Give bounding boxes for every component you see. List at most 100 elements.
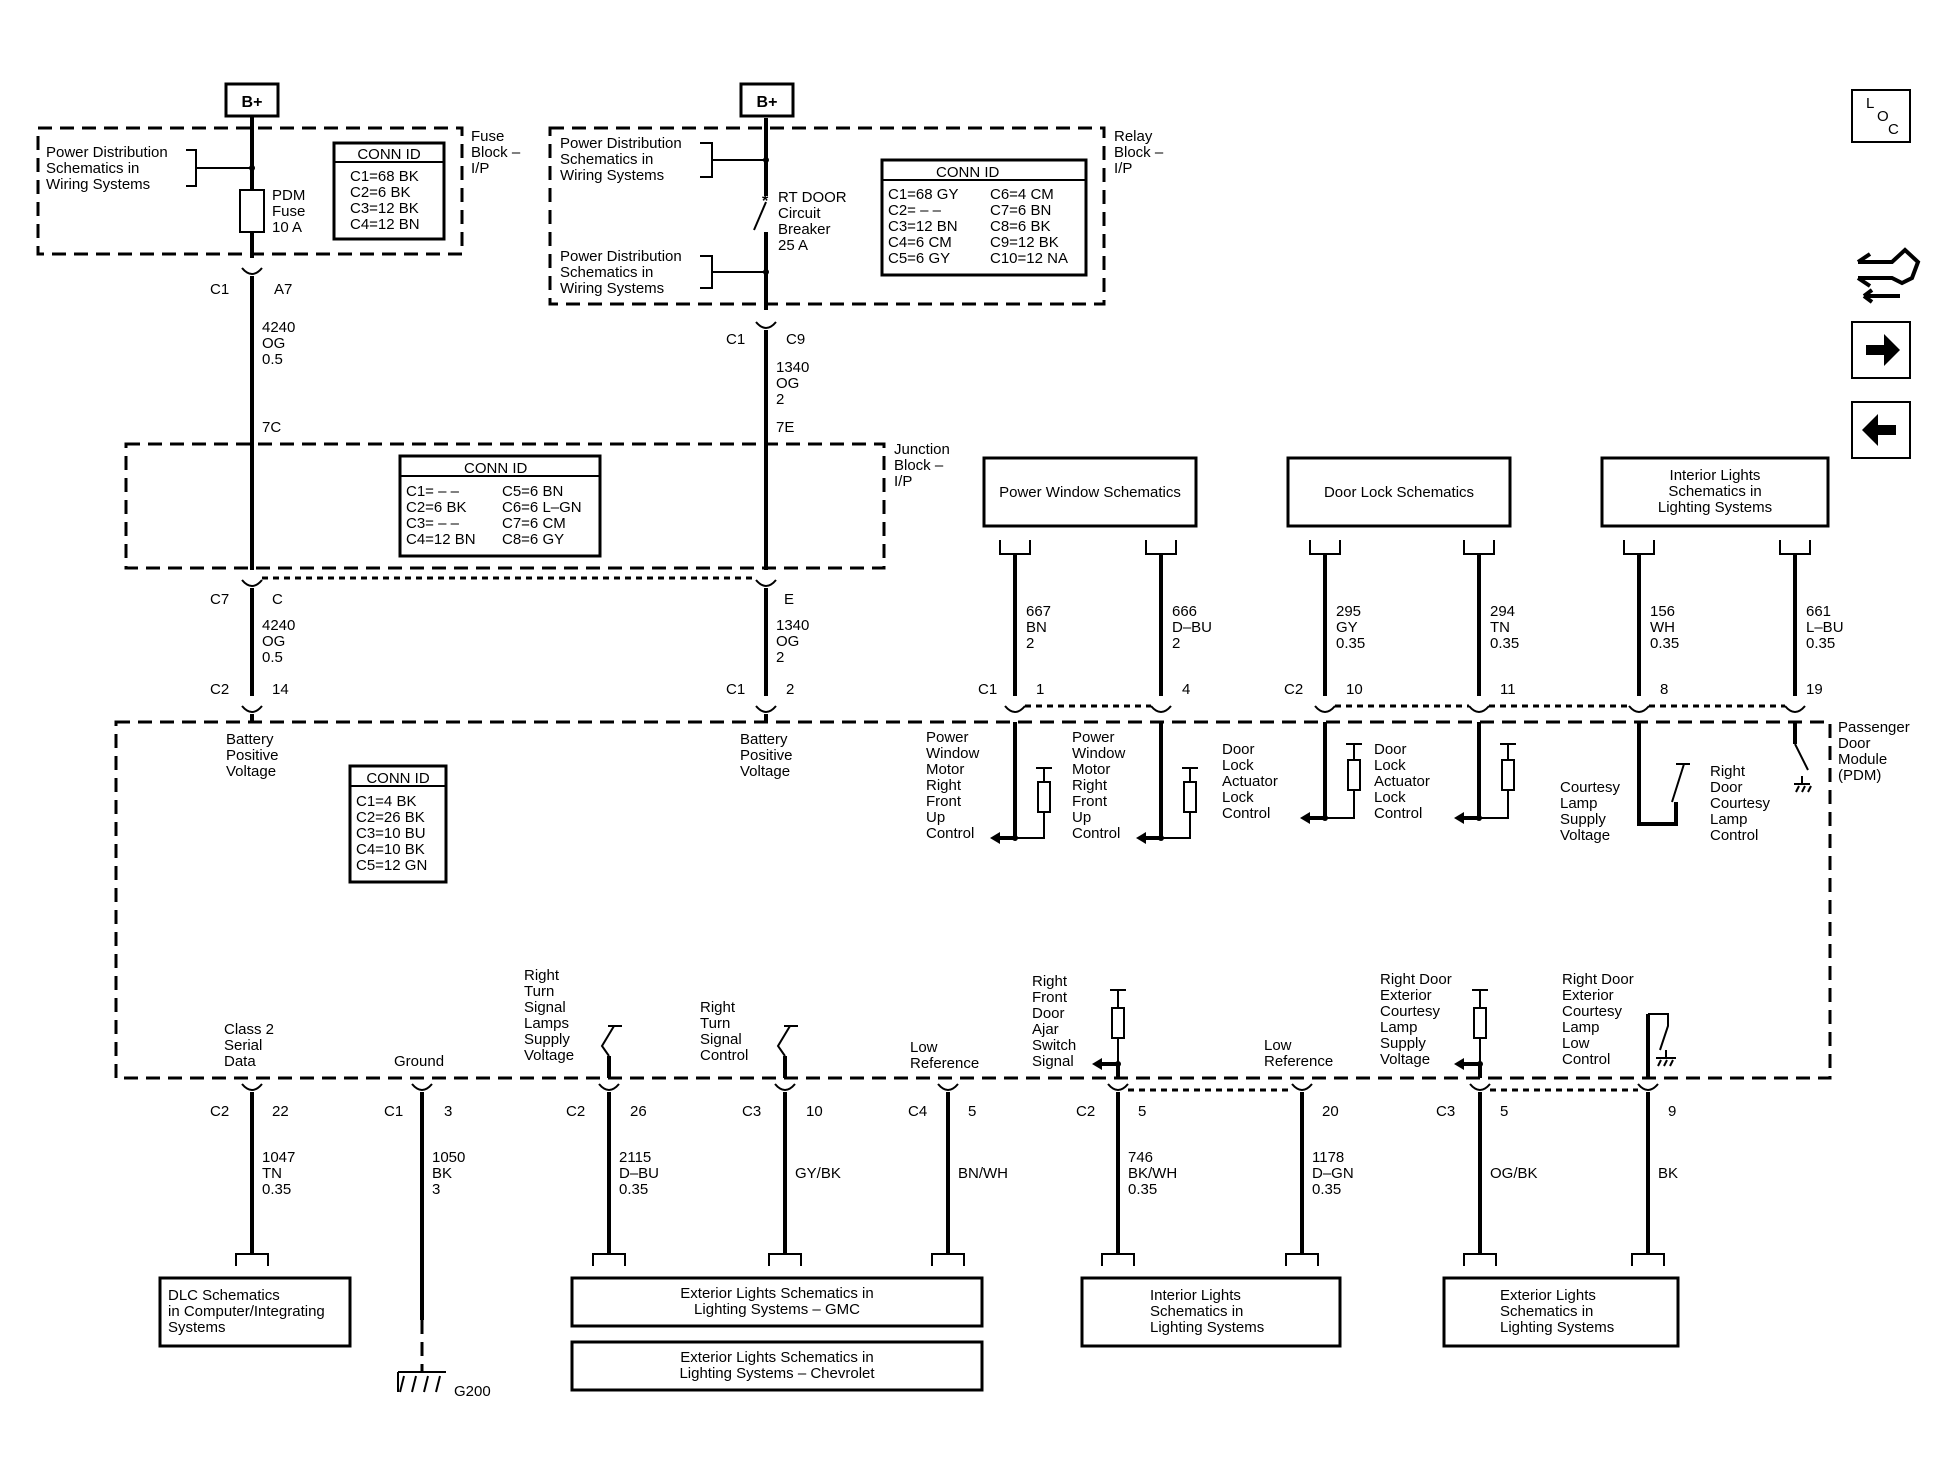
svg-text:Signal: Signal <box>1032 1053 1074 1070</box>
loc-letter-l: L <box>1866 95 1874 112</box>
battery-label-right: B+ <box>757 94 778 111</box>
interior-lights-schematics-box-bottom[interactable]: Interior Lights Schematics in Lighting S… <box>1080 1276 1342 1348</box>
svg-text:Door: Door <box>1374 741 1407 758</box>
schematic-link-icon[interactable] <box>1856 247 1921 304</box>
courtesy-lamp-label: Courtesy Lamp Supply Voltage <box>1560 779 1621 844</box>
svg-text:Control: Control <box>700 1047 748 1064</box>
previous-arrow-icon[interactable] <box>1851 401 1911 459</box>
svg-text:Door: Door <box>1710 779 1743 796</box>
svg-text:20: 20 <box>1322 1103 1339 1120</box>
svg-text:C3= – –: C3= – – <box>406 515 460 532</box>
svg-text:10: 10 <box>806 1103 823 1120</box>
ground-g200-label: G200 <box>454 1383 491 1400</box>
next-arrow-icon[interactable] <box>1851 321 1911 379</box>
svg-text:2: 2 <box>776 391 784 408</box>
dlc-schematics-box[interactable]: DLC Schematics in Computer/Integrating S… <box>158 1276 352 1348</box>
svg-text:Right: Right <box>524 967 560 984</box>
svg-text:Power Distribution: Power Distribution <box>46 144 168 161</box>
right-wire-2-label: 1340 OG 2 <box>776 617 809 666</box>
pw2-label: Power Window Motor Right Front Up Contro… <box>1072 729 1126 842</box>
svg-text:Lighting Systems: Lighting Systems <box>1658 499 1772 516</box>
svg-text:3: 3 <box>444 1103 452 1120</box>
svg-text:C7=6 BN: C7=6 BN <box>990 202 1051 219</box>
svg-text:C2=6 BK: C2=6 BK <box>406 499 466 516</box>
right-wire-1-label: 1340 OG 2 <box>776 359 809 408</box>
interior-lights-schematics-box-top[interactable]: Interior Lights Schematics in Lighting S… <box>1600 456 1830 528</box>
junction-conn-id-table: CONN ID C1= – – C2=6 BK C3= – – C4=12 BN… <box>398 454 602 558</box>
right-power-circuit <box>262 321 777 722</box>
svg-text:Data: Data <box>224 1053 256 1070</box>
svg-text:Lighting Systems: Lighting Systems <box>1500 1319 1614 1336</box>
svg-text:C8=6 BK: C8=6 BK <box>990 218 1050 235</box>
exterior-lights-schematics-box[interactable]: Exterior Lights Schematics in Lighting S… <box>1442 1276 1680 1348</box>
svg-text:CONN ID: CONN ID <box>357 146 421 163</box>
svg-text:Window: Window <box>926 745 980 762</box>
door-ajar-switch-label: Right Front Door Ajar Switch Signal <box>1032 973 1076 1070</box>
dl1-label: Door Lock Actuator Lock Control <box>1222 741 1278 822</box>
svg-text:Block –: Block – <box>471 144 521 161</box>
svg-text:Right: Right <box>926 777 962 794</box>
door-lock-schematics-box[interactable]: Door Lock Schematics <box>1286 456 1512 528</box>
svg-text:Supply: Supply <box>524 1031 570 1048</box>
top-wire-294-label: 294 TN 0.35 11 <box>1490 603 1519 698</box>
power-window-circuit-1 <box>990 722 1052 844</box>
power-window-schematics-box[interactable]: Power Window Schematics <box>982 456 1198 528</box>
svg-text:C4=10 BK: C4=10 BK <box>356 841 425 858</box>
svg-text:OG: OG <box>262 335 285 352</box>
svg-text:C4=12 BN: C4=12 BN <box>350 216 420 233</box>
svg-text:Voltage: Voltage <box>1560 827 1610 844</box>
svg-text:1340: 1340 <box>776 617 809 634</box>
svg-text:OG: OG <box>776 375 799 392</box>
bottom-wire-2115-label: C2 26 2115 D–BU 0.35 <box>566 1103 659 1198</box>
svg-text:Breaker: Breaker <box>778 221 831 238</box>
relay-block-label: Relay Block – I/P <box>1114 128 1164 177</box>
left-power-circuit <box>241 116 263 722</box>
svg-text:Supply: Supply <box>1560 811 1606 828</box>
svg-text:Reference: Reference <box>910 1055 979 1072</box>
svg-text:C8=6 GY: C8=6 GY <box>502 531 564 548</box>
svg-text:Motor: Motor <box>1072 761 1110 778</box>
bottom-wire-746-label: C2 5 746 BK/WH 0.35 <box>1076 1103 1177 1198</box>
svg-text:Control: Control <box>1562 1051 1610 1068</box>
right-jb-pin: 7E <box>776 419 794 436</box>
svg-text:4: 4 <box>1182 681 1190 698</box>
svg-text:26: 26 <box>630 1103 647 1120</box>
svg-text:Power Distribution: Power Distribution <box>560 248 682 265</box>
svg-text:Lock: Lock <box>1222 757 1254 774</box>
loc-icon[interactable]: L O C <box>1851 89 1911 143</box>
svg-text:2: 2 <box>1026 635 1034 652</box>
svg-text:CONN ID: CONN ID <box>366 770 430 787</box>
svg-text:L–BU: L–BU <box>1806 619 1844 636</box>
svg-text:1178: 1178 <box>1312 1149 1344 1166</box>
svg-text:D–GN: D–GN <box>1312 1165 1354 1182</box>
svg-text:Passenger: Passenger <box>1838 719 1910 736</box>
loc-letter-c: C <box>1888 121 1899 138</box>
svg-text:Control: Control <box>1072 825 1120 842</box>
pdm-label: Passenger Door Module (PDM) <box>1838 719 1910 784</box>
exterior-lights-gmc-box[interactable]: Exterior Lights Schematics in Lighting S… <box>570 1276 984 1328</box>
svg-text:Lock: Lock <box>1374 789 1406 806</box>
svg-text:Interior Lights: Interior Lights <box>1670 467 1761 484</box>
svg-text:Schematics in: Schematics in <box>560 151 653 168</box>
svg-text:DLC Schematics: DLC Schematics <box>168 1287 280 1304</box>
svg-text:1: 1 <box>1036 681 1044 698</box>
svg-text:294: 294 <box>1490 603 1515 620</box>
svg-text:Actuator: Actuator <box>1374 773 1430 790</box>
svg-text:Right: Right <box>1032 973 1068 990</box>
svg-text:*: * <box>762 193 769 210</box>
right-jb-pin2: E <box>784 591 794 608</box>
pdm-conn-id-table: CONN ID C1=4 BK C2=26 BK C3=10 BU C4=10 … <box>348 764 448 884</box>
svg-text:Control: Control <box>926 825 974 842</box>
door-courtesy-control-label: Right Door Courtesy Lamp Control <box>1710 763 1771 844</box>
svg-text:Wiring Systems: Wiring Systems <box>46 176 150 193</box>
svg-text:OG: OG <box>776 633 799 650</box>
relay-bottom-splice-dot <box>763 269 769 275</box>
svg-text:C7=6 CM: C7=6 CM <box>502 515 566 532</box>
svg-text:C2: C2 <box>566 1103 585 1120</box>
svg-text:Right Door: Right Door <box>1562 971 1634 988</box>
svg-text:Exterior: Exterior <box>1380 987 1432 1004</box>
svg-text:Voltage: Voltage <box>524 1047 574 1064</box>
exterior-lights-chevrolet-box[interactable]: Exterior Lights Schematics in Lighting S… <box>570 1340 984 1392</box>
svg-text:TN: TN <box>262 1165 282 1182</box>
